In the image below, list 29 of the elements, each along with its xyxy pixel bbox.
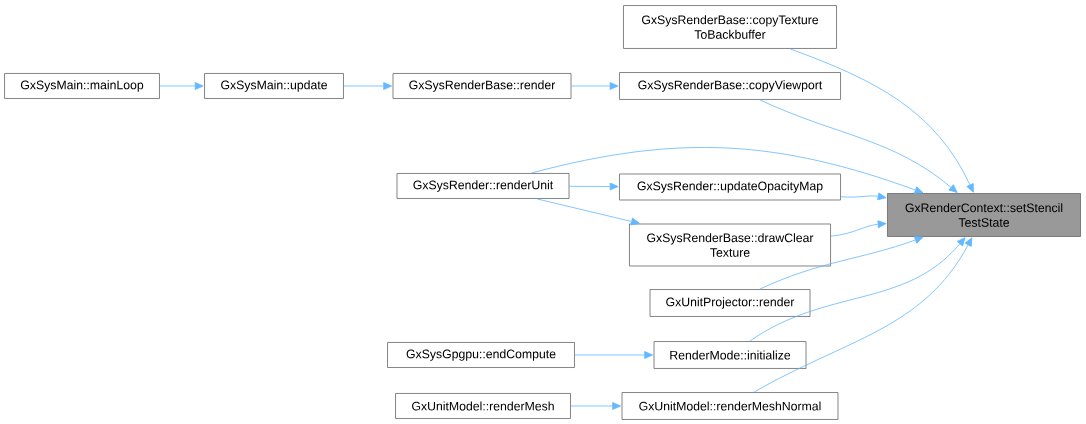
arrow [536, 198, 640, 226]
function-box: RenderMode::initialize [653, 341, 807, 369]
function-box: GxSysRenderBase::copyTexture ToBackbuffer [623, 5, 837, 49]
arrow [840, 192, 887, 201]
arrow [530, 147, 924, 194]
arrow [759, 99, 958, 193]
function-box: GxSysRenderBase::copyViewport [619, 72, 841, 100]
arrow [749, 237, 966, 342]
arrow [753, 237, 973, 393]
arrow [571, 82, 619, 90]
arrow [159, 82, 204, 90]
function-box: GxSysRenderBase::render [392, 73, 572, 99]
arrow [830, 220, 887, 237]
function-box: GxSysMain::update [204, 73, 344, 99]
function-box: GxUnitProjector::render [649, 289, 811, 317]
function-box: GxSysRender::updateOpacityMap [619, 173, 841, 201]
arrow [759, 236, 924, 290]
target-box: GxRenderContext::setStencil TestState [887, 193, 1081, 237]
function-box: GxSysGpgpu::endCompute [387, 342, 575, 368]
arrow [574, 351, 653, 359]
arrow [343, 82, 392, 90]
arrow [570, 402, 621, 410]
arrow [569, 182, 619, 191]
function-box: GxSysRenderBase::drawClear Texture [629, 223, 831, 267]
function-box: GxSysMain::mainLoop [4, 73, 160, 99]
function-box: GxUnitModel::renderMeshNormal [621, 392, 839, 420]
arrow [789, 48, 974, 193]
function-box: GxUnitModel::renderMesh [395, 393, 571, 419]
function-box: GxSysRender::renderUnit [396, 173, 570, 199]
